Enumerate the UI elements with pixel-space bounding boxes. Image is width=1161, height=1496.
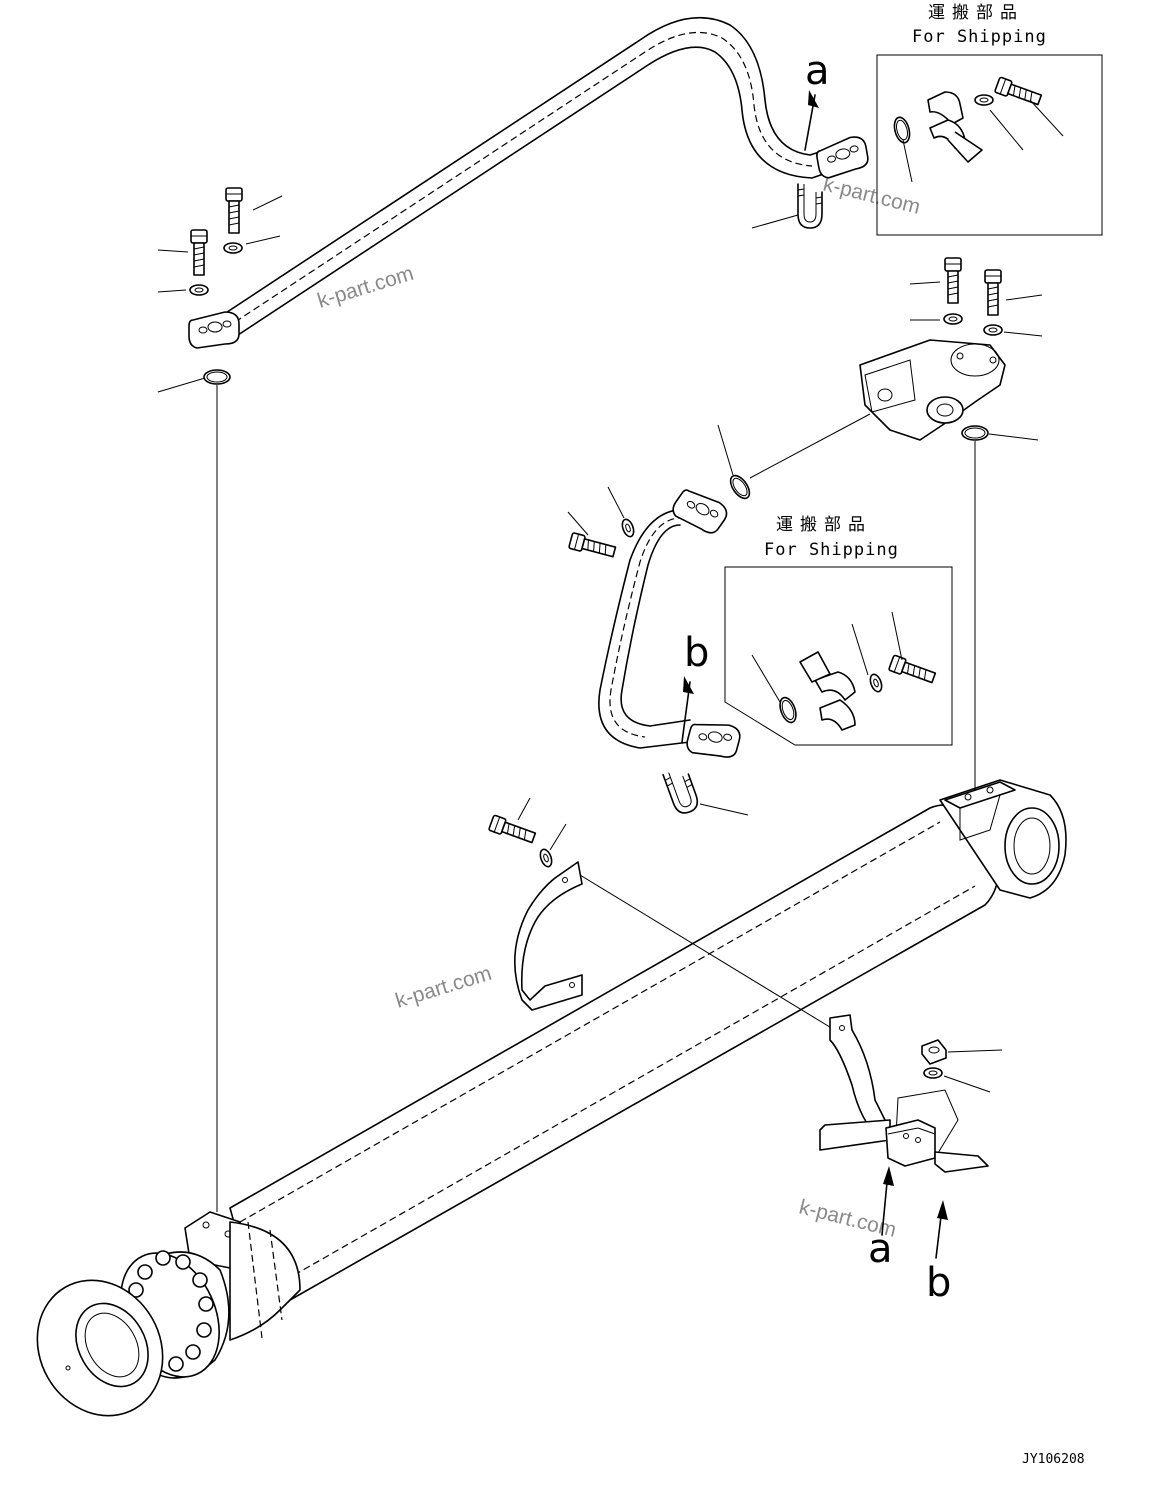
watermark-1: k-part.com xyxy=(315,262,417,313)
washer-icon xyxy=(537,847,555,869)
shipping-box-2: 運搬部品 For Shipping xyxy=(724,515,953,746)
washer-icon xyxy=(619,517,637,539)
shipping-label-jp: 運搬部品 xyxy=(928,3,1024,23)
drawing-code: JY106208 xyxy=(1022,1452,1085,1467)
o-ring-icon xyxy=(961,425,989,441)
nut-icon xyxy=(921,1039,947,1065)
callout-letter-b-bottom: b xyxy=(926,1260,951,1306)
bolt-icon xyxy=(190,229,208,276)
watermark-2: k-part.com xyxy=(821,173,923,219)
watermark-3: k-part.com xyxy=(393,962,495,1013)
washer-icon xyxy=(223,242,243,254)
tube-a xyxy=(188,16,871,349)
split-flange-icon xyxy=(813,134,871,181)
clamp-block-icon xyxy=(885,1089,989,1173)
lower-bracket xyxy=(819,1014,891,1151)
split-flange-icon xyxy=(188,311,240,349)
bolt-icon xyxy=(993,76,1044,109)
shipping-label-jp: 運搬部品 xyxy=(776,515,872,535)
split-flange-icon xyxy=(683,715,744,765)
o-ring-icon xyxy=(776,694,800,726)
bolt-icon xyxy=(487,814,538,847)
tube-b xyxy=(598,481,744,817)
o-ring-icon xyxy=(203,369,231,385)
u-bolt-icon xyxy=(797,183,823,229)
bolt-icon xyxy=(225,187,243,234)
washer-icon xyxy=(923,1067,943,1079)
bolt-icon xyxy=(984,269,1002,316)
safety-valve-block xyxy=(859,339,1006,441)
shipping-box-1: 運搬部品 For Shipping xyxy=(876,3,1103,236)
washer-icon xyxy=(189,284,209,296)
shipping-label-en: For Shipping xyxy=(764,540,899,560)
washer-icon xyxy=(867,672,885,694)
shipping-label-en: For Shipping xyxy=(912,27,1047,47)
washer-icon xyxy=(983,324,1003,336)
washer-icon xyxy=(974,94,994,106)
bolt-ring xyxy=(128,1250,214,1372)
washer-icon xyxy=(943,313,963,325)
bolt-icon xyxy=(944,257,962,304)
o-ring-icon xyxy=(891,114,913,146)
split-flange-icon xyxy=(668,481,732,541)
o-ring-icon xyxy=(726,471,754,503)
pipe-bracket xyxy=(514,861,583,1011)
bolt-icon xyxy=(567,531,618,561)
u-bolt-icon xyxy=(662,765,702,817)
bolt-icon xyxy=(887,654,938,687)
hydraulic-cylinder xyxy=(36,779,1067,1417)
callout-letter-a-bottom: a xyxy=(868,1226,893,1272)
callout-letter-b-top: b xyxy=(684,630,709,676)
callout-letter-a-top: a xyxy=(805,48,830,94)
